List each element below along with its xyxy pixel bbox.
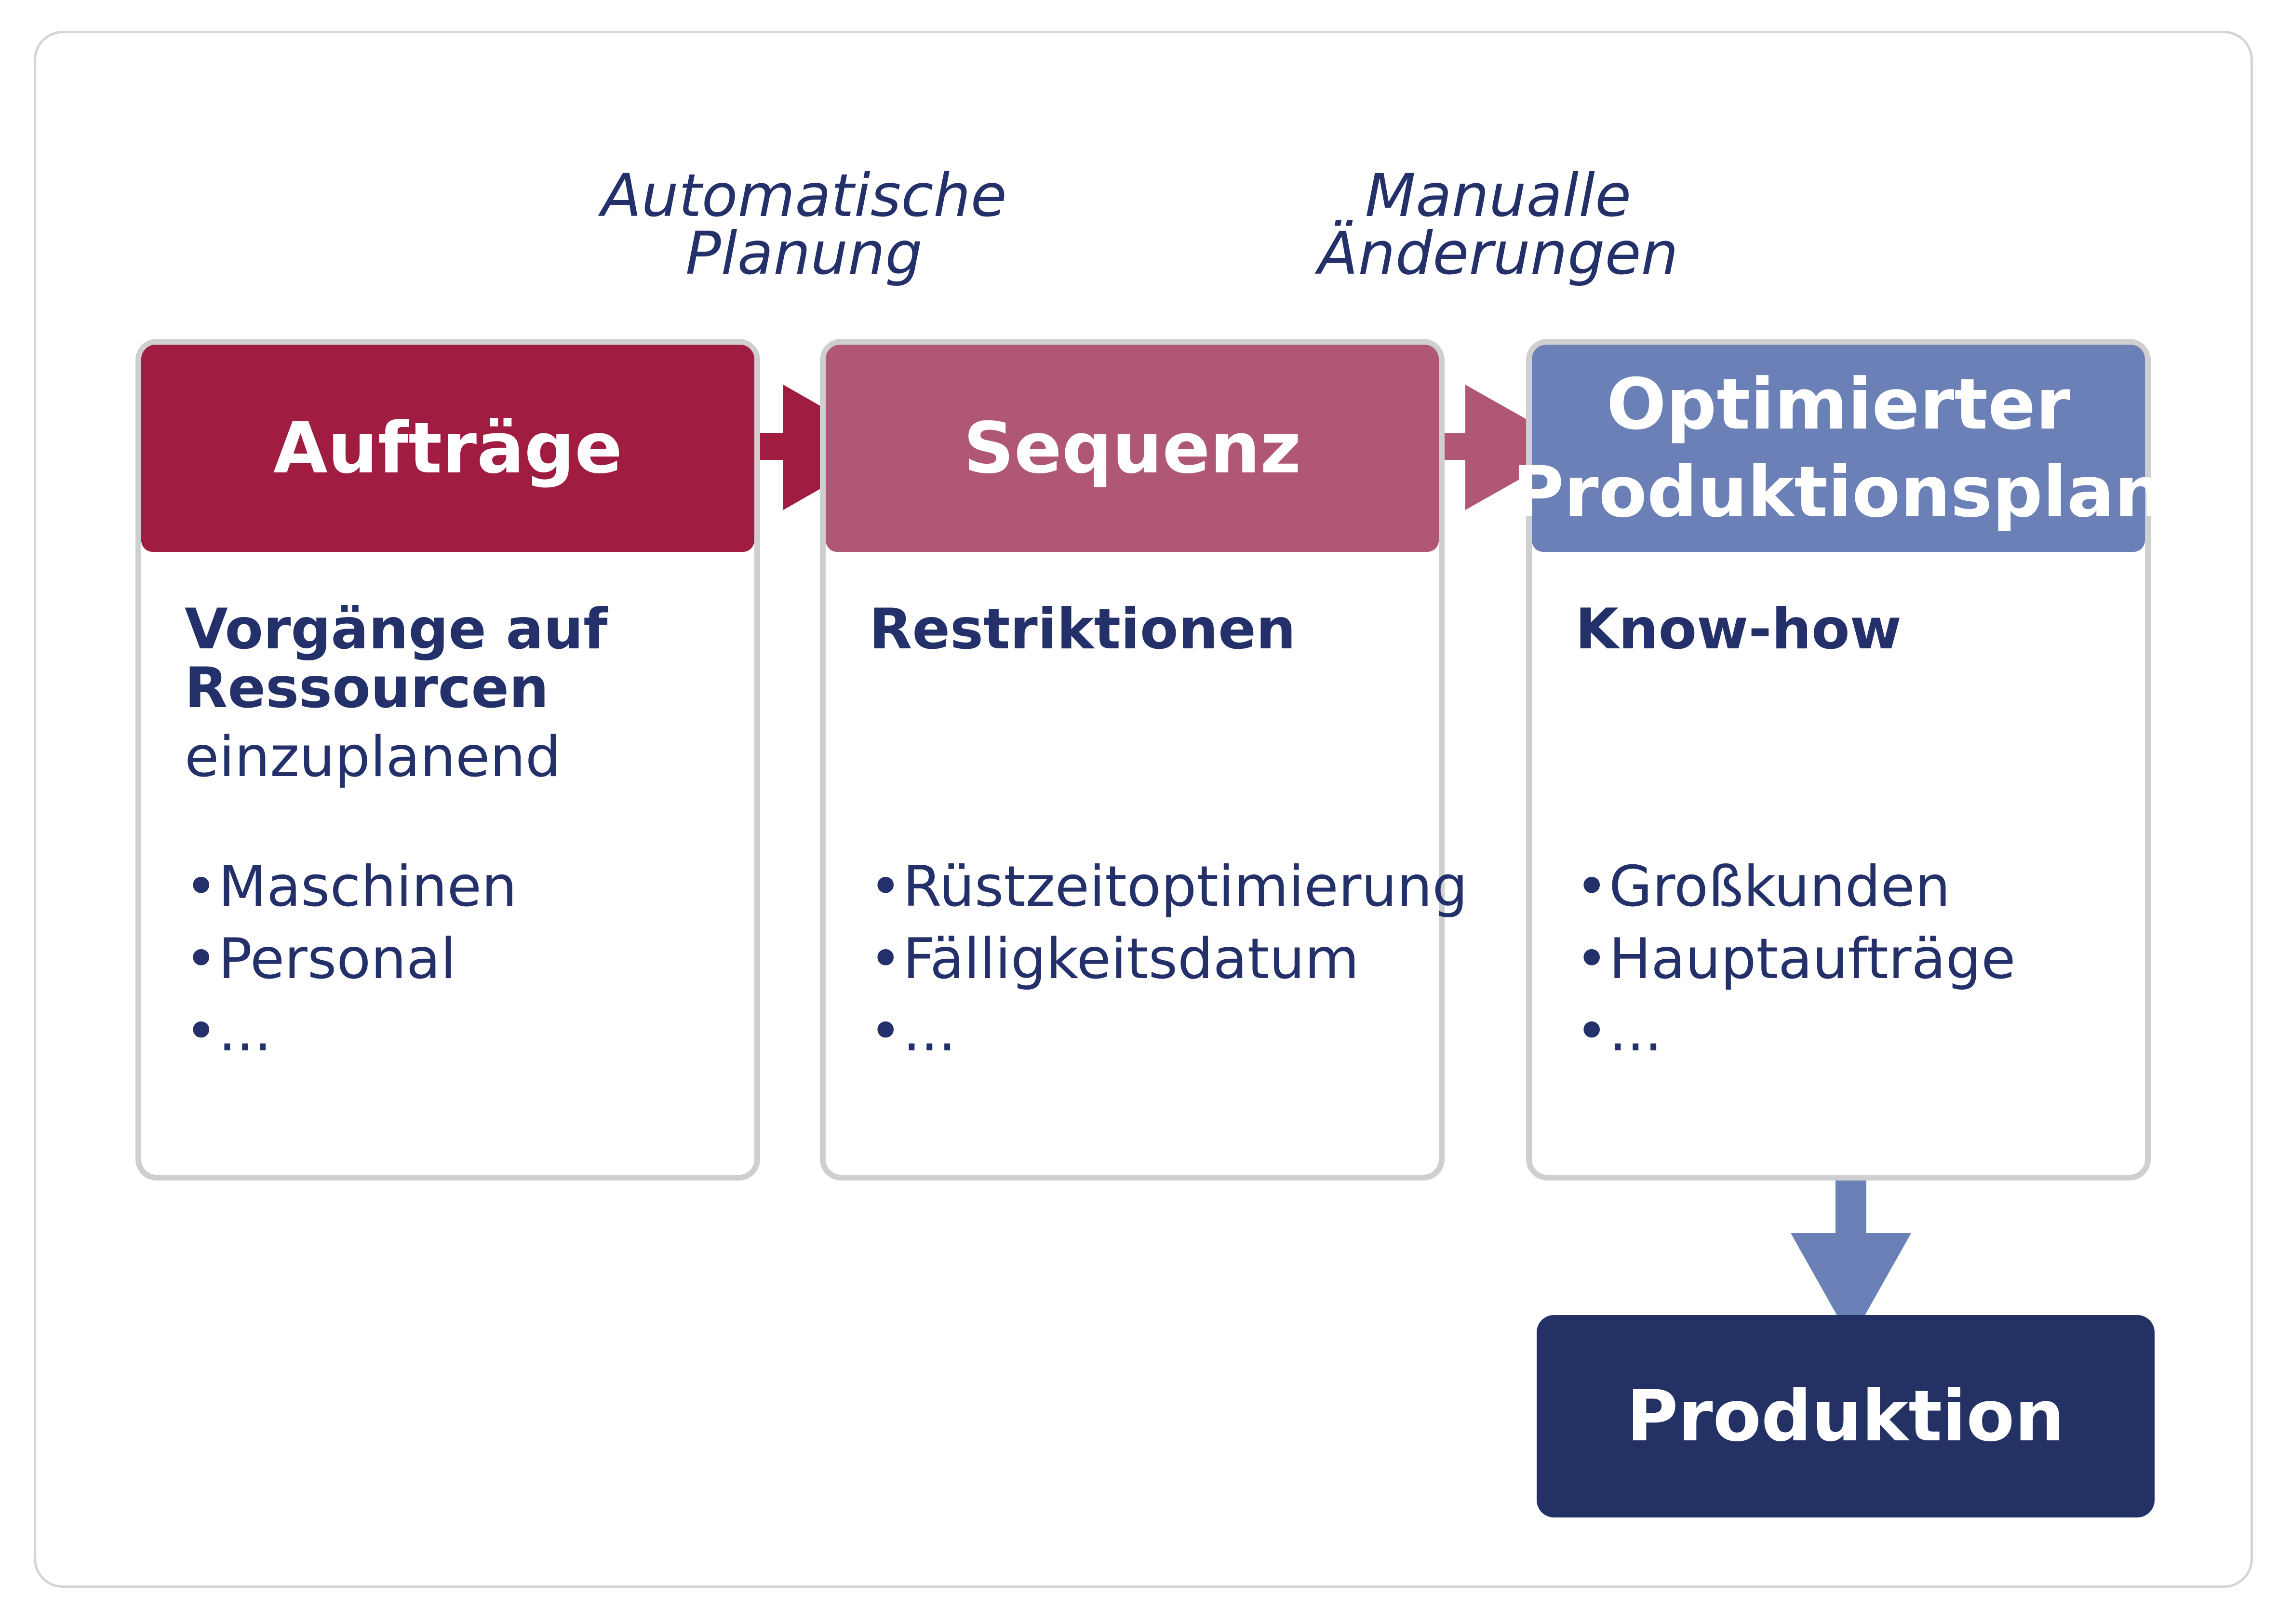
card-orders-subtitle-line-2: Ressourcen	[185, 656, 549, 721]
card-plan-title-line-1: Optimierter	[1606, 363, 2071, 445]
card-plan-subtitle-line-1: Know-how	[1575, 597, 1902, 662]
card-plan-title-line-2: Produktionsplan	[1512, 451, 2165, 533]
list-item: ...	[1575, 995, 2016, 1068]
card-orders-list: Maschinen Personal ...	[185, 851, 517, 1068]
list-item: ...	[185, 995, 517, 1068]
card-plan: Optimierter Produktionsplan Know-how Gro…	[1513, 339, 2164, 1181]
card-sequence-subtitle: Restriktionen	[869, 600, 1296, 659]
card-orders-title: Aufträge	[273, 407, 623, 489]
production-box: Produktion	[1537, 1315, 2155, 1517]
card-sequence: Sequenz Restriktionen Rüstzeitoptimierun…	[820, 339, 1468, 1181]
list-item: Personal	[185, 923, 517, 995]
manual-changes-line-1: Manualle	[1365, 161, 1632, 230]
arrow-sequence-to-plan	[1465, 385, 1576, 510]
list-item: Fälligkeitsdatum	[869, 923, 1468, 995]
card-orders-subtitle: Vorgänge auf Ressourcen	[185, 600, 608, 718]
card-sequence-list: Rüstzeitoptimierung Fälligkeitsdatum ...	[869, 851, 1468, 1068]
card-plan-subtitle: Know-how	[1575, 600, 1902, 659]
list-item: Maschinen	[185, 851, 517, 923]
automatic-planning-label: Automatische Planung	[539, 161, 1069, 288]
arrow-plan-to-production	[1791, 1233, 1911, 1340]
card-sequence-header: Sequenz	[826, 345, 1439, 552]
card-orders: Aufträge Vorgänge auf Ressourcen einzupl…	[135, 339, 760, 1181]
production-label: Produktion	[1626, 1375, 2065, 1457]
list-item: ...	[869, 995, 1468, 1068]
manual-changes-label: Manualle Änderungen	[1233, 161, 1763, 288]
card-plan-header: Optimierter Produktionsplan	[1513, 345, 2164, 552]
card-sequence-title: Sequenz	[963, 407, 1301, 489]
card-plan-list: Großkunden Hauptaufträge ...	[1575, 851, 2016, 1068]
card-orders-note: einzuplanend	[185, 725, 561, 790]
card-sequence-subtitle-line-1: Restriktionen	[869, 597, 1296, 662]
arrow-plan-to-production-shaft	[1835, 1179, 1866, 1236]
automatic-planning-line-2: Planung	[685, 219, 923, 288]
automatic-planning-line-1: Automatische	[601, 161, 1007, 230]
card-orders-subtitle-line-1: Vorgänge auf	[185, 597, 608, 662]
list-item: Großkunden	[1575, 851, 2016, 923]
list-item: Hauptaufträge	[1575, 923, 2016, 995]
list-item: Rüstzeitoptimierung	[869, 851, 1468, 923]
card-orders-header: Aufträge	[141, 345, 754, 552]
manual-changes-line-2: Änderungen	[1318, 219, 1678, 288]
